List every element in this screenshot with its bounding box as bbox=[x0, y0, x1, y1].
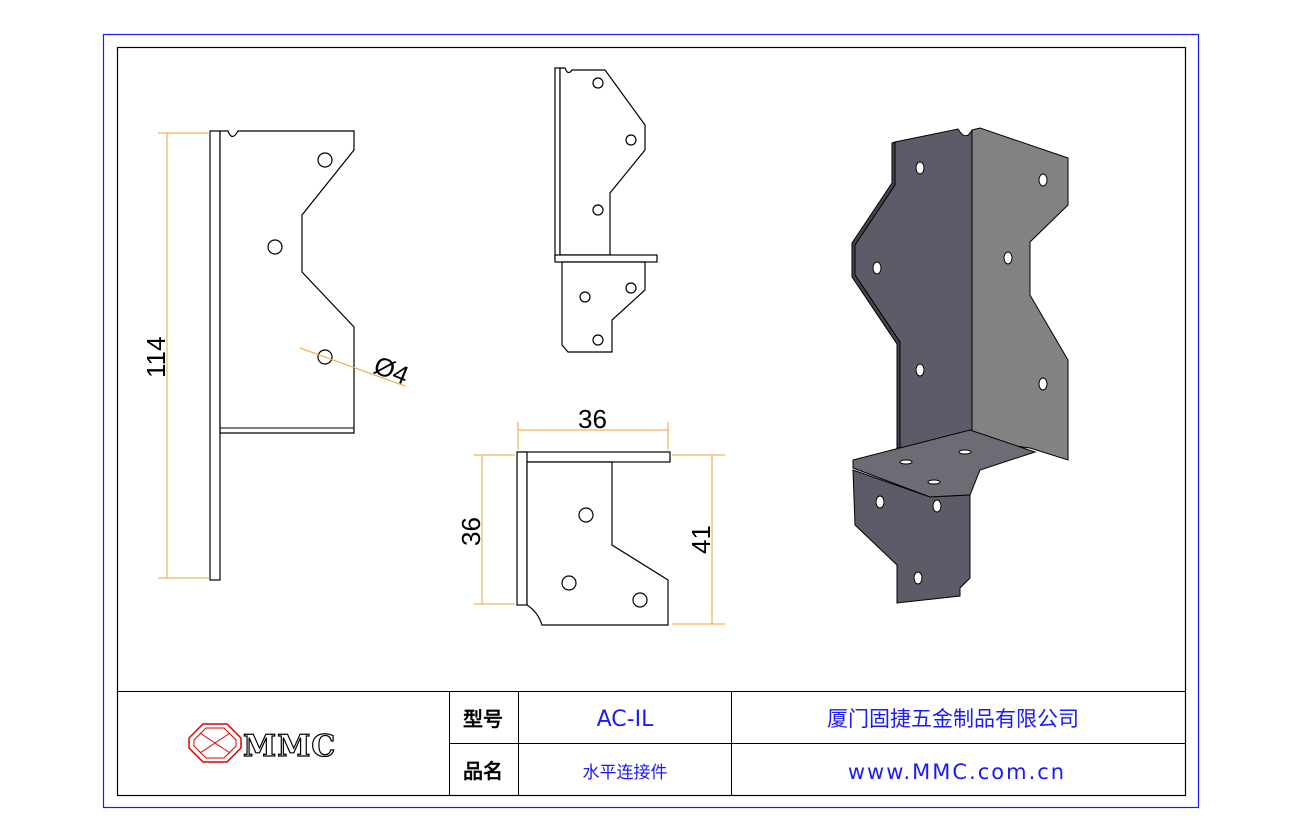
model-label: 型号 bbox=[463, 707, 503, 731]
dim-41-height: 41 bbox=[686, 525, 716, 554]
title-block bbox=[117, 691, 1185, 795]
website: www.MMC.com.cn bbox=[848, 760, 1066, 784]
dim-hole-diameter: Ø4 bbox=[370, 350, 413, 391]
outer-border bbox=[102, 33, 1200, 809]
dim-36-height: 36 bbox=[456, 517, 486, 546]
isometric-view bbox=[851, 127, 1069, 604]
inner-border bbox=[116, 46, 1187, 797]
mmc-logo: MMC bbox=[188, 723, 336, 765]
company-name: 厦门固捷五金制品有限公司 bbox=[827, 707, 1079, 731]
svg-text:MMC: MMC bbox=[243, 729, 336, 764]
front-view bbox=[554, 67, 658, 353]
name-label: 品名 bbox=[463, 759, 503, 783]
hole bbox=[267, 239, 283, 255]
model-value: AC-IL bbox=[597, 707, 654, 732]
side-view: 114 Ø4 bbox=[141, 130, 413, 581]
dim-36-width: 36 bbox=[578, 404, 607, 434]
bottom-view: 36 36 41 bbox=[456, 404, 725, 626]
name-value: 水平连接件 bbox=[583, 763, 668, 783]
hole bbox=[317, 152, 333, 168]
dim-114: 114 bbox=[141, 337, 171, 378]
